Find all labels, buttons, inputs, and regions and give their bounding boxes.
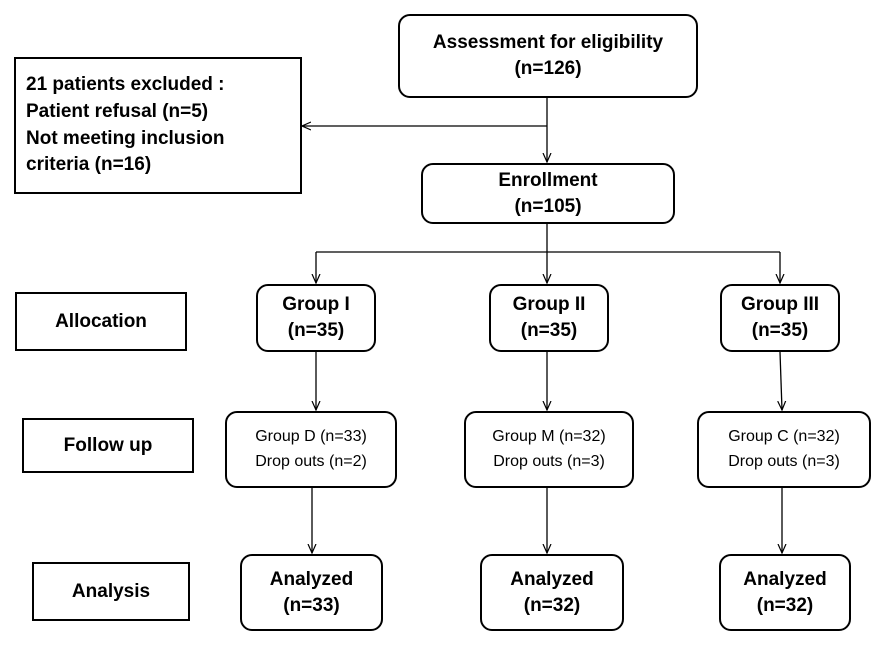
assessment-title: Assessment for eligibility: [432, 32, 664, 54]
group-3-name: Group III: [740, 294, 820, 316]
excluded-line-1: 21 patients excluded :: [26, 74, 225, 96]
followup-1-box: Group D (n=33) Drop outs (n=2): [225, 411, 397, 488]
arrow-group3-to-followup: [780, 351, 782, 410]
assessment-count: (n=126): [514, 58, 582, 79]
analyzed-3-count: (n=32): [756, 594, 814, 616]
group-3-box: Group III (n=35): [720, 284, 840, 352]
group-1-box: Group I (n=35): [256, 284, 376, 352]
group-1-name: Group I: [282, 294, 350, 316]
analyzed-3-box: Analyzed (n=32): [719, 554, 851, 631]
excluded-line-3: Not meeting inclusion: [26, 127, 225, 149]
followup-1-line-1: Group D (n=33): [255, 427, 367, 445]
stage-label-analysis: Analysis: [32, 562, 190, 621]
enrollment-box: Enrollment (n=105): [421, 163, 675, 224]
stage-label-allocation: Allocation: [15, 292, 187, 351]
analyzed-1-box: Analyzed (n=33): [240, 554, 383, 631]
analyzed-3-label: Analyzed: [743, 568, 827, 590]
analyzed-2-count: (n=32): [523, 594, 581, 616]
followup-2-line-2: Drop outs (n=3): [493, 452, 605, 470]
analyzed-1-count: (n=33): [283, 594, 340, 616]
followup-1-line-2: Drop outs (n=2): [255, 452, 367, 470]
enrollment-count: (n=105): [514, 195, 582, 217]
stage-label-followup: Follow up: [22, 418, 194, 473]
followup-2-line-1: Group M (n=32): [492, 427, 606, 445]
followup-2-box: Group M (n=32) Drop outs (n=3): [464, 411, 634, 488]
analysis-label: Analysis: [71, 580, 151, 602]
group-2-name: Group II: [512, 294, 586, 316]
group-2-count: (n=35): [520, 320, 578, 341]
analyzed-1-label: Analyzed: [269, 568, 354, 590]
excluded-box: 21 patients excluded : Patient refusal (…: [14, 57, 302, 194]
excluded-line-4: criteria (n=16): [26, 154, 152, 176]
followup-3-line-2: Drop outs (n=3): [728, 452, 840, 470]
followup-3-line-1: Group C (n=32): [728, 427, 840, 445]
enrollment-title: Enrollment: [498, 169, 598, 191]
allocation-label: Allocation: [55, 310, 147, 332]
analyzed-2-label: Analyzed: [510, 568, 594, 590]
excluded-line-2: Patient refusal (n=5): [26, 100, 209, 122]
followup-3-box: Group C (n=32) Drop outs (n=3): [697, 411, 871, 488]
followup-label: Follow up: [63, 434, 153, 456]
analyzed-2-box: Analyzed (n=32): [480, 554, 624, 631]
group-2-box: Group II (n=35): [489, 284, 609, 352]
group-1-count: (n=35): [287, 320, 345, 341]
assessment-box: Assessment for eligibility (n=126): [398, 14, 698, 98]
group-3-count: (n=35): [751, 320, 809, 341]
